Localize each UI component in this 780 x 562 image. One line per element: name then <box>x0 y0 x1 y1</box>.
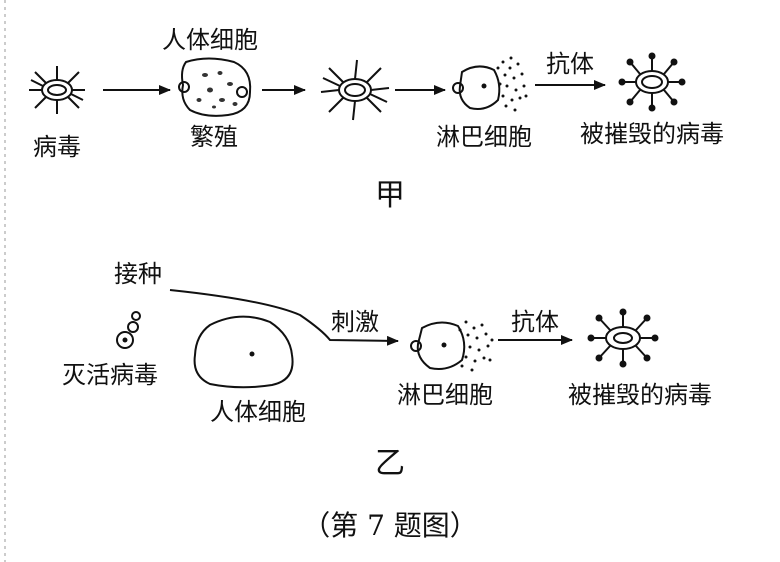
human-cell-icon <box>193 315 294 389</box>
lymphocyte-label: 淋巴细胞 <box>436 123 532 151</box>
lymphocyte-icon <box>452 56 528 112</box>
section-label-b: 乙 <box>375 446 405 481</box>
infected-cell-icon <box>178 57 252 117</box>
inactivated-virus-icon <box>116 311 141 349</box>
reproduce-label: 繁殖 <box>190 123 238 151</box>
diagram-a: 病毒 人体细胞 繁殖 <box>29 26 724 213</box>
virus-label: 病毒 <box>33 133 81 161</box>
lymphocyte-icon <box>410 320 494 372</box>
destroyed-virus-label: 被摧毁的病毒 <box>580 120 724 148</box>
stimulate-label: 刺激 <box>331 308 379 336</box>
figure-caption: （第 7 题图） <box>302 509 478 542</box>
destroyed-virus-label-b: 被摧毁的病毒 <box>568 381 712 409</box>
inoculate-path-arrow <box>169 289 399 346</box>
destroyed-virus-icon <box>618 52 686 112</box>
virus-icon <box>29 66 85 114</box>
section-label-a: 甲 <box>375 178 405 213</box>
human-cell-label: 人体细胞 <box>162 26 258 54</box>
antibody-label: 抗体 <box>546 50 594 78</box>
diagram-b: 接种 刺激 灭活病毒 人体细胞 <box>62 260 712 481</box>
antibody-dots <box>496 56 528 112</box>
virus-icon <box>320 59 390 121</box>
lymphocyte-label-b: 淋巴细胞 <box>397 381 493 409</box>
inoculate-label: 接种 <box>114 260 162 288</box>
human-cell-label-b: 人体细胞 <box>210 398 306 426</box>
antibody-dots <box>458 320 494 372</box>
destroyed-virus-icon <box>587 308 659 368</box>
antibody-label-b: 抗体 <box>511 308 559 336</box>
inactivated-virus-label: 灭活病毒 <box>62 361 158 389</box>
